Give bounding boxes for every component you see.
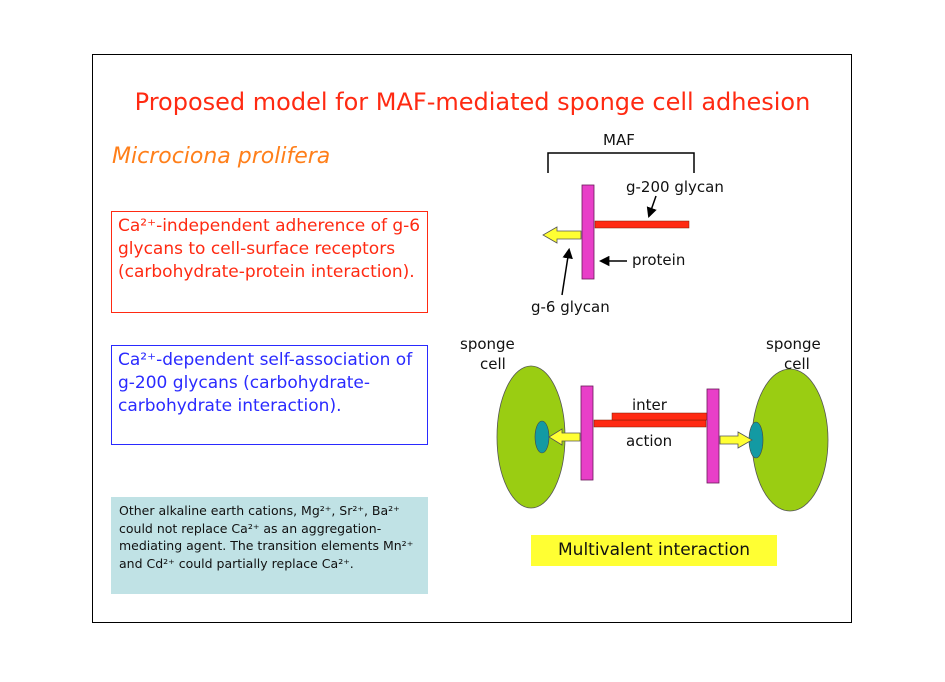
g6-pointer — [561, 247, 573, 296]
ca-independent-box: Ca²⁺-independent adherence of g-6 glycan… — [111, 211, 428, 313]
protein-label: protein — [632, 251, 686, 269]
left-sponge-label: sponge — [460, 335, 515, 353]
cation-note-box: Other alkaline earth cations, Mg²⁺, Sr²⁺… — [111, 497, 428, 594]
species-name: Microciona prolifera — [112, 144, 331, 169]
protein-bar — [581, 184, 595, 280]
right-sponge-cell — [751, 368, 829, 512]
g6-glycan-label: g-6 glycan — [531, 298, 610, 316]
right-g200-bar — [611, 412, 709, 421]
g200-glycan-bar — [594, 220, 690, 229]
left-g6-arrow — [548, 428, 581, 446]
g200-glycan-label: g-200 glycan — [626, 178, 724, 196]
right-g6-arrow — [719, 431, 753, 449]
right-sponge-label: sponge — [766, 335, 821, 353]
g6-glycan-arrow — [542, 226, 582, 244]
slide-title: Proposed model for MAF-mediated sponge c… — [134, 88, 811, 116]
left-receptor — [534, 420, 550, 454]
g200-pointer — [646, 195, 657, 218]
right-protein-bar — [706, 388, 720, 484]
left-cell-label: cell — [480, 355, 506, 373]
right-cell-label: cell — [784, 355, 810, 373]
maf-label: MAF — [603, 131, 635, 149]
left-g200-bar — [593, 419, 707, 428]
inter-label: inter — [632, 396, 667, 414]
action-label: action — [626, 432, 673, 450]
ca-dependent-box: Ca²⁺-dependent self-association of g-200… — [111, 345, 428, 445]
left-protein-bar — [580, 385, 594, 481]
multivalent-label: Multivalent interaction — [531, 535, 777, 566]
slide-frame — [92, 54, 852, 623]
maf-bracket — [547, 152, 695, 173]
